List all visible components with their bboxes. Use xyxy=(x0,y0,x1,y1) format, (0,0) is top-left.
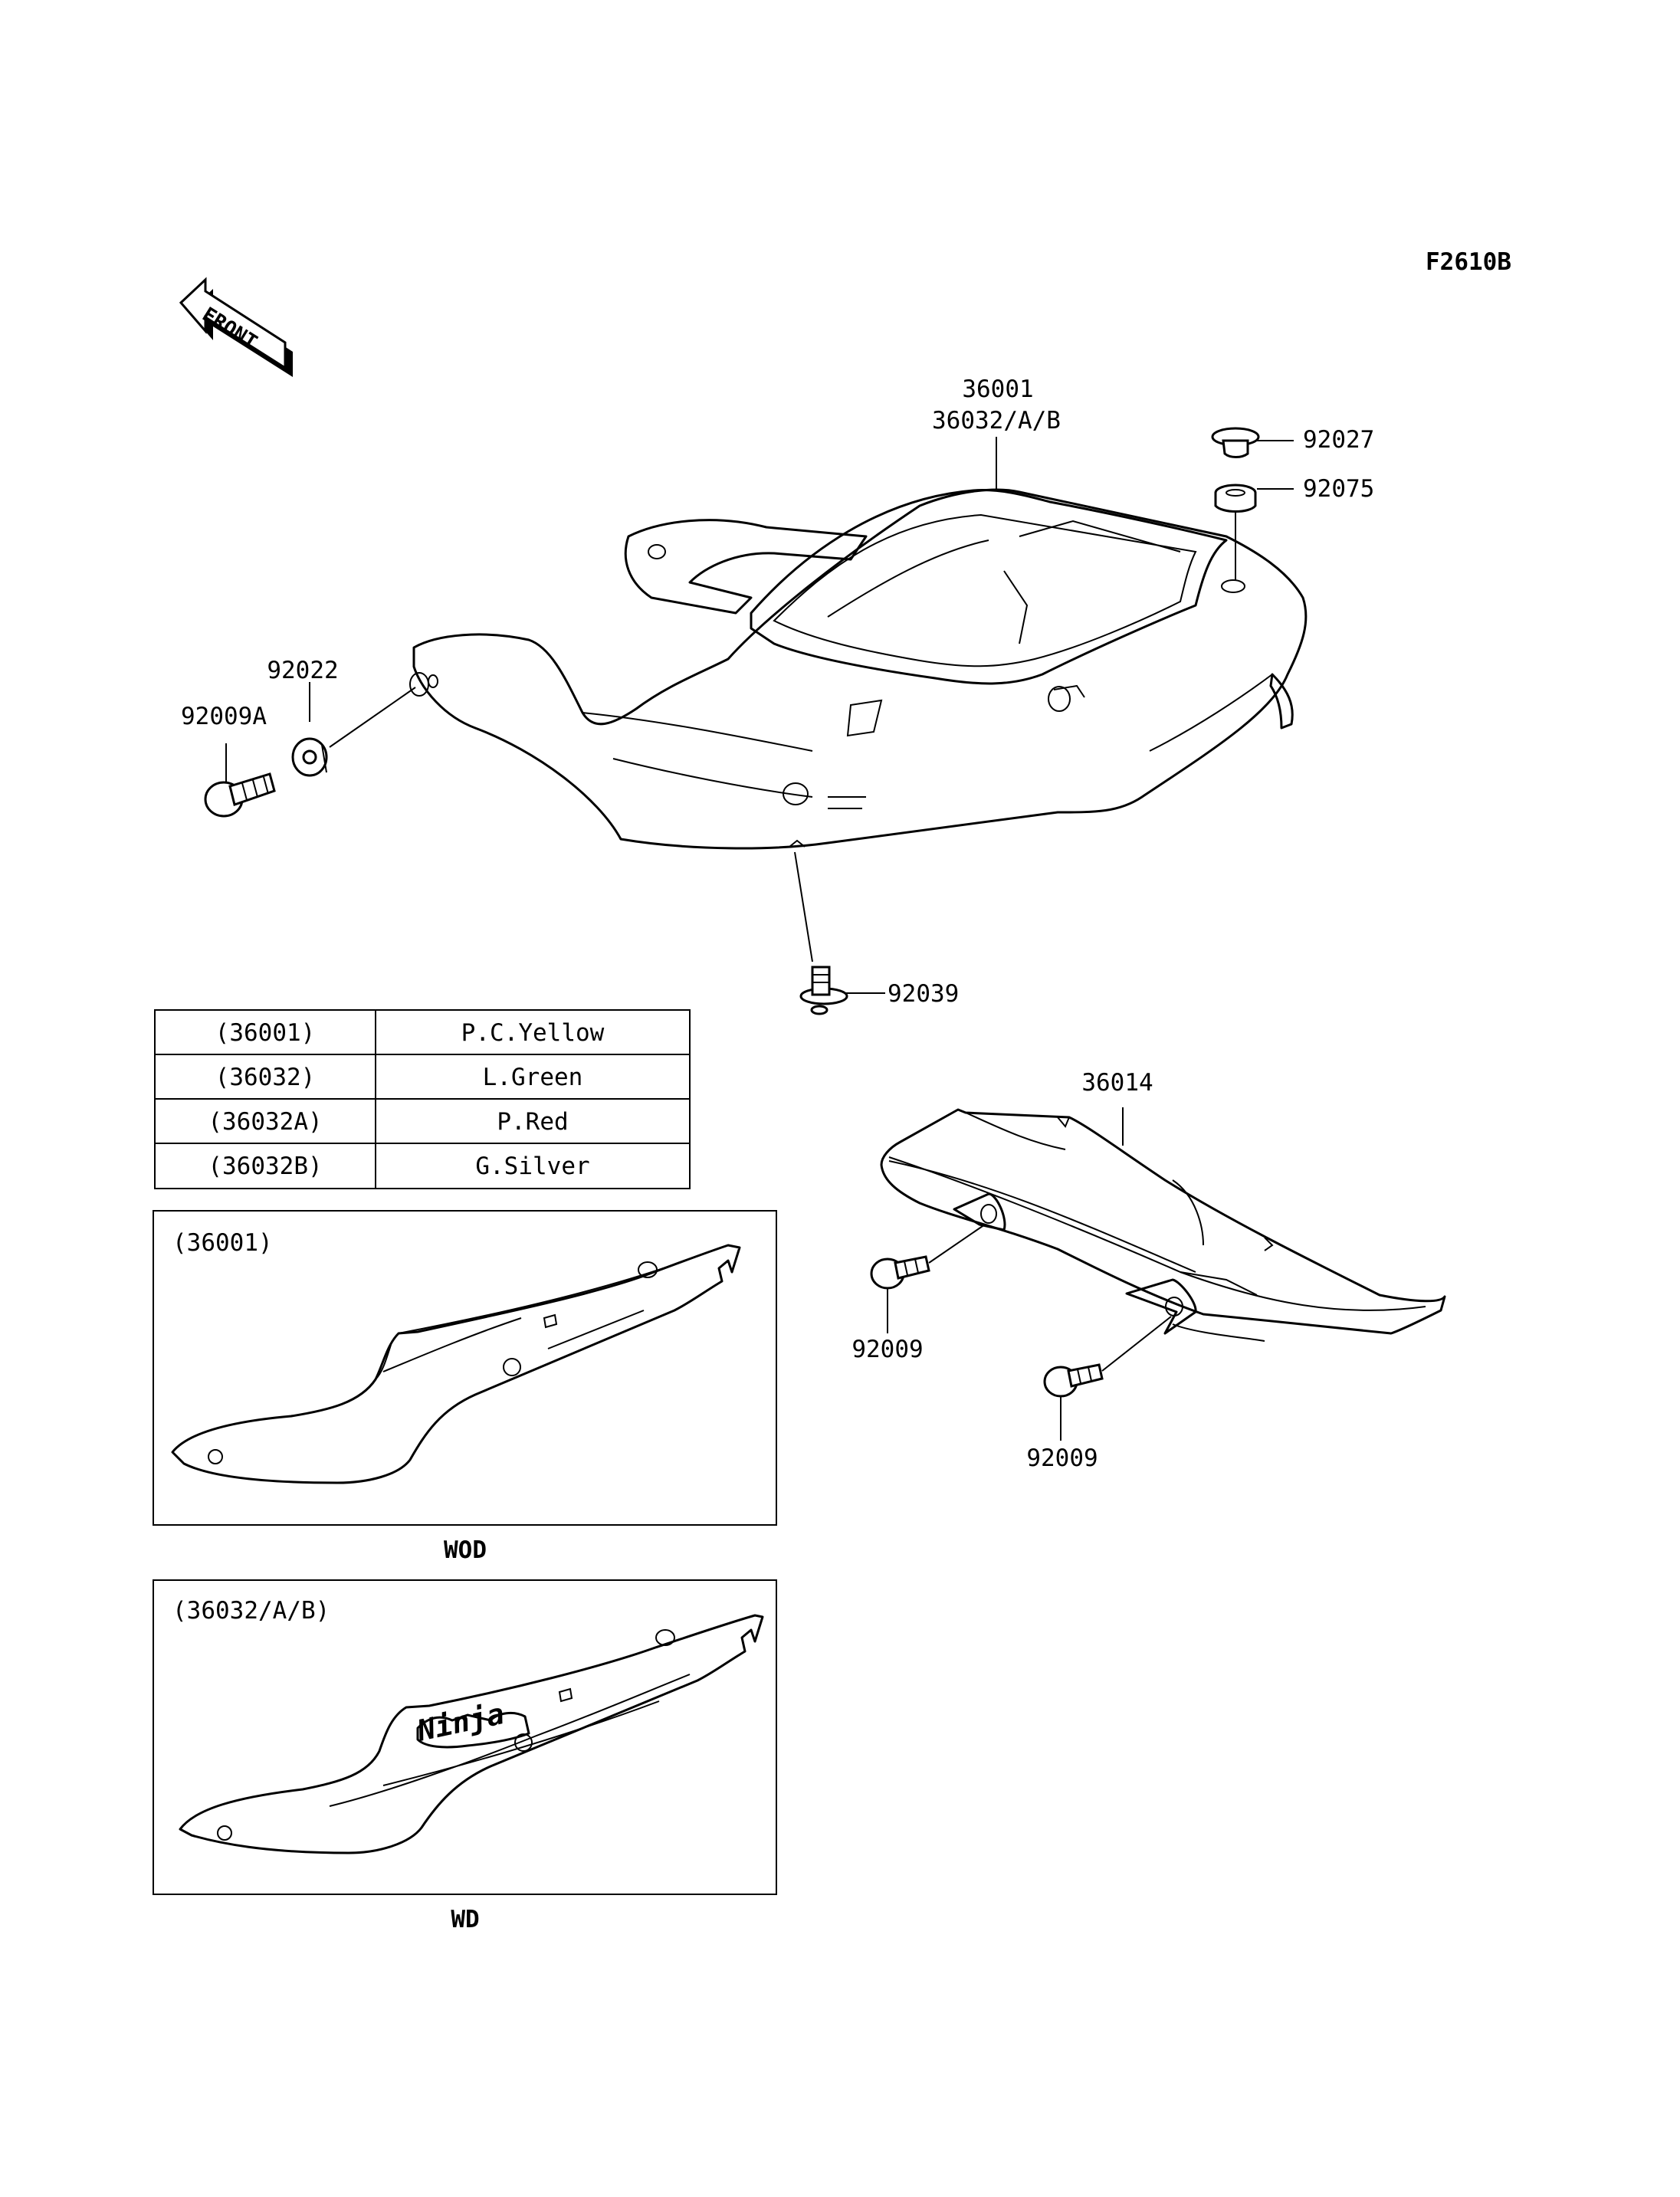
part-label-92009-b: 92009 xyxy=(1026,1444,1098,1472)
bolt-92009-icon xyxy=(1043,1363,1104,1398)
leader-92009-a-link xyxy=(928,1224,986,1264)
part-label-92009A: 92009A xyxy=(181,703,267,730)
part-label-92009-a: 92009 xyxy=(851,1336,923,1363)
front-arrow-icon: FRONT xyxy=(179,277,293,377)
color-table-code: (36032A) xyxy=(208,1108,322,1136)
color-table-row: (36032A) P.Red xyxy=(208,1108,568,1136)
chain-guard-part xyxy=(880,1108,1446,1342)
variant-box-wod: (36001) xyxy=(153,1210,777,1526)
figure-code: F2610B xyxy=(1426,248,1511,276)
color-table-color: P.C.Yellow xyxy=(461,1019,605,1047)
variant-box-label: (36001) xyxy=(172,1229,273,1257)
side-cover-wd-drawing: Ninja xyxy=(179,1614,764,1854)
part-label-36032: 36032/A/B xyxy=(932,407,1061,434)
screw-92039-icon xyxy=(799,966,848,1015)
color-table-color: G.Silver xyxy=(475,1153,589,1180)
part-label-92022: 92022 xyxy=(267,657,338,684)
color-table-code: (36032B) xyxy=(208,1153,322,1180)
color-table-row: (36032) L.Green xyxy=(215,1064,583,1091)
color-table: (36001) P.C.Yellow (36032) L.Green (3603… xyxy=(154,1009,691,1189)
leader-92022 xyxy=(329,687,416,748)
variant-caption-wd: WD xyxy=(451,1906,479,1933)
part-label-92027: 92027 xyxy=(1303,426,1374,454)
leader-92009-b-link xyxy=(1101,1316,1172,1372)
bolt-92009A-icon xyxy=(204,772,276,818)
part-label-36014: 36014 xyxy=(1081,1069,1153,1097)
part-label-92039: 92039 xyxy=(888,980,959,1008)
bolt-92009-icon xyxy=(870,1255,930,1290)
ninja-logo: Ninja xyxy=(414,1697,507,1748)
seat-cover-part xyxy=(409,488,1308,850)
variant-caption-wod: WOD xyxy=(444,1536,487,1564)
grommet-cap-92027-icon xyxy=(1211,427,1260,458)
color-table-row: (36032B) G.Silver xyxy=(208,1153,589,1180)
side-cover-wod-drawing xyxy=(171,1244,741,1484)
color-table-color: P.Red xyxy=(497,1108,568,1136)
color-table-color: L.Green xyxy=(483,1064,583,1091)
part-label-92075: 92075 xyxy=(1303,475,1374,503)
variant-box-label: (36032/A/B) xyxy=(172,1597,330,1625)
part-label-36001: 36001 xyxy=(962,375,1033,403)
washer-92022-icon xyxy=(291,737,328,777)
grommet-92075-icon xyxy=(1214,484,1257,513)
color-table-row: (36001) P.C.Yellow xyxy=(215,1019,605,1047)
color-table-code: (36032) xyxy=(215,1064,316,1091)
leader-92039 xyxy=(794,851,813,962)
color-table-code: (36001) xyxy=(215,1019,316,1047)
variant-box-wd: (36032/A/B) Ninja xyxy=(153,1579,777,1895)
